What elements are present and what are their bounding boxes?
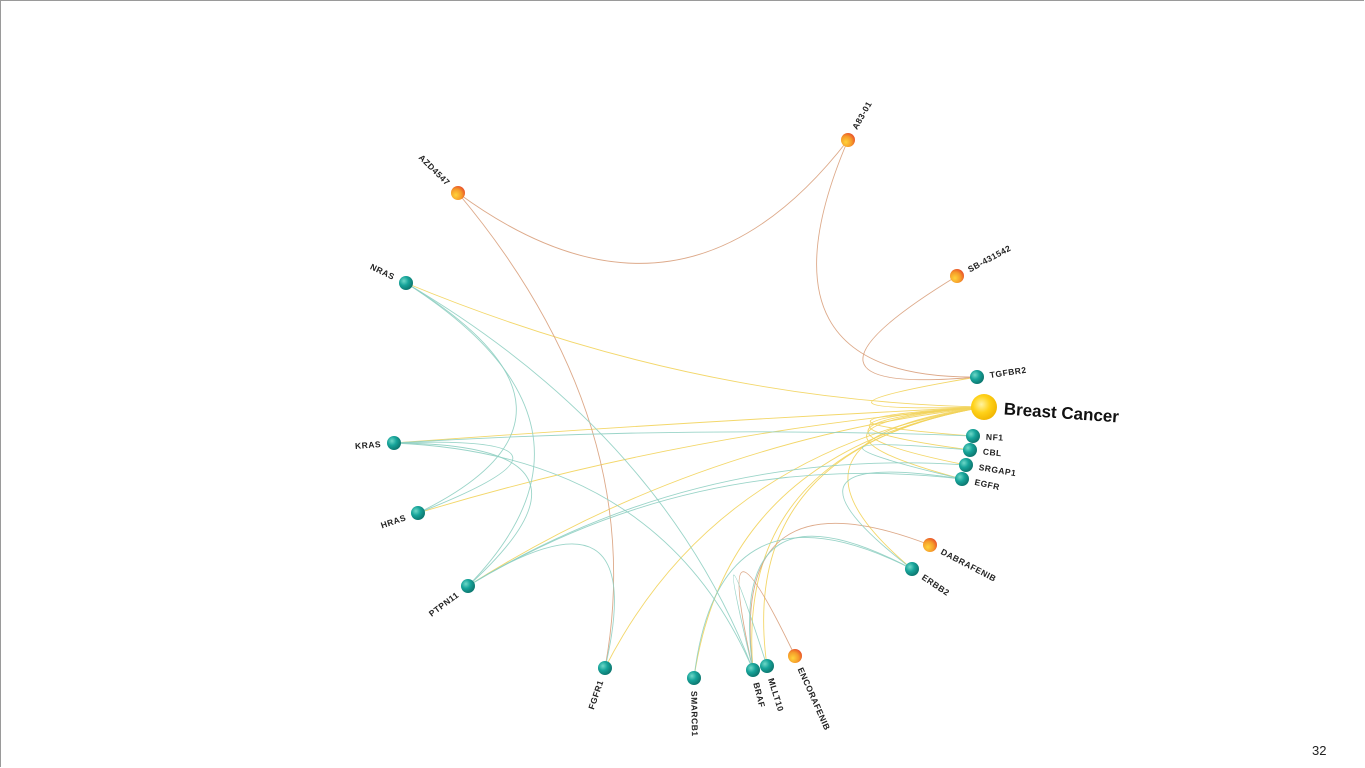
gene-node-marker[interactable] xyxy=(598,661,612,675)
node-label: EGFR xyxy=(974,477,1001,492)
edge-azd4547-fgfr1 xyxy=(457,192,615,669)
edge-nras-ptpn11 xyxy=(405,282,535,587)
node-smarcb1[interactable]: SMARCB1 xyxy=(687,671,701,737)
node-nf1[interactable]: NF1 xyxy=(966,429,1004,443)
edge-a83-01-tgfbr2 xyxy=(816,139,978,378)
edge-breast-cancer-nf1 xyxy=(869,406,985,437)
edge-breast-cancer-nras xyxy=(405,282,985,408)
edge-breast-cancer-erbb2 xyxy=(847,406,985,570)
node-label: HRAS xyxy=(379,512,407,530)
gene-node-marker[interactable] xyxy=(461,579,475,593)
node-label: SRGAP1 xyxy=(978,462,1017,478)
edge-breast-cancer-cbl xyxy=(868,406,985,451)
edge-erbb2-egfr xyxy=(842,471,963,570)
node-label: TGFBR2 xyxy=(989,365,1027,380)
gene-node-marker[interactable] xyxy=(746,663,760,677)
edge-breast-cancer-mllt10 xyxy=(763,406,985,667)
node-sb-431542[interactable]: SB-431542 xyxy=(950,243,1013,283)
edge-breast-cancer-hras xyxy=(417,406,985,514)
edge-cbl-egfr xyxy=(862,444,971,480)
node-label: Breast Cancer xyxy=(1003,399,1120,426)
edge-breast-cancer-tgfbr2 xyxy=(871,376,985,409)
node-encorafenib[interactable]: ENCORAFENIB xyxy=(788,649,832,732)
node-hras[interactable]: HRAS xyxy=(379,506,425,530)
gene-node-marker[interactable] xyxy=(760,659,774,673)
gene-node-marker[interactable] xyxy=(687,671,701,685)
edge-dabrafenib-braf xyxy=(749,522,931,671)
node-erbb2[interactable]: ERBB2 xyxy=(905,562,952,598)
drug-node-marker[interactable] xyxy=(841,133,855,147)
node-egfr[interactable]: EGFR xyxy=(955,472,1001,492)
edge-breast-cancer-srgap1 xyxy=(867,406,985,466)
edge-nf1-kras xyxy=(393,431,974,444)
edge-breast-cancer-fgfr1 xyxy=(604,406,985,669)
edge-hras-kras xyxy=(393,441,513,514)
gene-node-marker[interactable] xyxy=(959,458,973,472)
gene-node-marker[interactable] xyxy=(955,472,969,486)
edge-nras-braf xyxy=(405,282,754,671)
edge-sb-431542-tgfbr2 xyxy=(862,275,978,381)
disease-node-marker[interactable] xyxy=(971,394,997,420)
edge-breast-cancer-ptpn11 xyxy=(467,406,985,587)
edge-breast-cancer-kras xyxy=(393,406,985,444)
page-number: 32 xyxy=(1312,743,1327,758)
node-label: MLLT10 xyxy=(766,677,786,713)
edge-smarcb1-erbb2 xyxy=(693,537,913,679)
edge-mllt10-braf xyxy=(732,574,768,671)
node-label: FGFR1 xyxy=(586,679,605,711)
node-ptpn11[interactable]: PTPN11 xyxy=(427,579,475,619)
node-a83-01[interactable]: A83-01 xyxy=(841,99,874,147)
edge-kras-braf xyxy=(393,442,754,671)
edge-breast-cancer-smarcb1 xyxy=(693,406,985,679)
edge-fgfr1-ptpn11 xyxy=(467,543,615,669)
edge-breast-cancer-egfr xyxy=(866,406,985,480)
edge-a83-01-azd4547 xyxy=(457,139,849,264)
node-nras[interactable]: NRAS xyxy=(369,262,413,290)
edge-kras-ptpn11 xyxy=(393,442,532,587)
gene-node-marker[interactable] xyxy=(963,443,977,457)
node-label: SMARCB1 xyxy=(689,691,700,737)
node-label: CBL xyxy=(982,446,1002,458)
node-label: SB-431542 xyxy=(966,243,1013,274)
node-azd4547[interactable]: AZD4547 xyxy=(417,152,465,200)
node-label: AZD4547 xyxy=(417,152,453,187)
gene-node-marker[interactable] xyxy=(966,429,980,443)
node-label: PTPN11 xyxy=(427,590,461,619)
node-label: ERBB2 xyxy=(920,572,952,598)
edge-erbb2-braf xyxy=(749,535,913,671)
gene-node-marker[interactable] xyxy=(411,506,425,520)
node-label: NRAS xyxy=(369,262,397,282)
node-label: NF1 xyxy=(986,432,1004,443)
node-fgfr1[interactable]: FGFR1 xyxy=(586,661,612,711)
gene-node-marker[interactable] xyxy=(399,276,413,290)
drug-node-marker[interactable] xyxy=(451,186,465,200)
drug-node-marker[interactable] xyxy=(950,269,964,283)
gene-node-marker[interactable] xyxy=(905,562,919,576)
gene-node-marker[interactable] xyxy=(970,370,984,384)
gene-node-marker[interactable] xyxy=(387,436,401,450)
node-breast-cancer[interactable]: Breast Cancer xyxy=(971,394,1120,426)
edge-nras-hras xyxy=(405,282,517,514)
node-label: BRAF xyxy=(751,681,767,708)
node-label: DABRAFENIB xyxy=(939,547,998,584)
node-kras[interactable]: KRAS xyxy=(355,436,401,451)
node-label: KRAS xyxy=(355,439,382,451)
node-label: ENCORAFENIB xyxy=(796,666,833,732)
edge-encorafenib-braf xyxy=(738,571,796,671)
drug-node-marker[interactable] xyxy=(923,538,937,552)
edge-srgap1-ptpn11 xyxy=(467,462,967,587)
drug-node-marker[interactable] xyxy=(788,649,802,663)
node-label: A83-01 xyxy=(850,99,874,131)
node-cbl[interactable]: CBL xyxy=(963,443,1002,458)
node-tgfbr2[interactable]: TGFBR2 xyxy=(970,365,1027,384)
edge-ptpn11-egfr xyxy=(467,472,963,587)
